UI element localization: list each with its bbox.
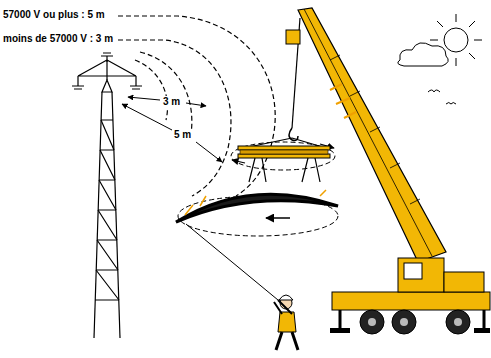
hook-block (286, 30, 300, 44)
clearance-arc-3m (118, 40, 231, 196)
cloud (398, 43, 449, 66)
dimension-label: 3 m (162, 96, 181, 108)
distance-arrows (122, 97, 222, 162)
dimension-arrow (186, 103, 206, 106)
dimension-arrow (196, 142, 222, 162)
motion-marks (330, 84, 356, 118)
dimension-arrow (128, 97, 160, 100)
load-swing (176, 142, 338, 236)
crane-cab (398, 258, 444, 292)
crane-carrier (330, 258, 490, 334)
sky (398, 14, 482, 104)
voltage-rule: 57000 V ou plus : 5 m (2, 9, 106, 21)
voltage-rule: moins de 57000 V : 3 m (2, 33, 114, 45)
insulator (72, 53, 142, 89)
clearance-arc-5m (118, 16, 275, 196)
birds (428, 90, 456, 104)
dimension-label: 5 m (173, 129, 192, 141)
clearance-arcs (118, 16, 275, 196)
inner-arc (135, 60, 168, 120)
worker (186, 224, 298, 350)
sun (444, 28, 468, 52)
tag-line (186, 224, 278, 300)
power-pylon (72, 53, 142, 338)
i-beam-load (238, 138, 330, 182)
wheel (360, 310, 470, 334)
